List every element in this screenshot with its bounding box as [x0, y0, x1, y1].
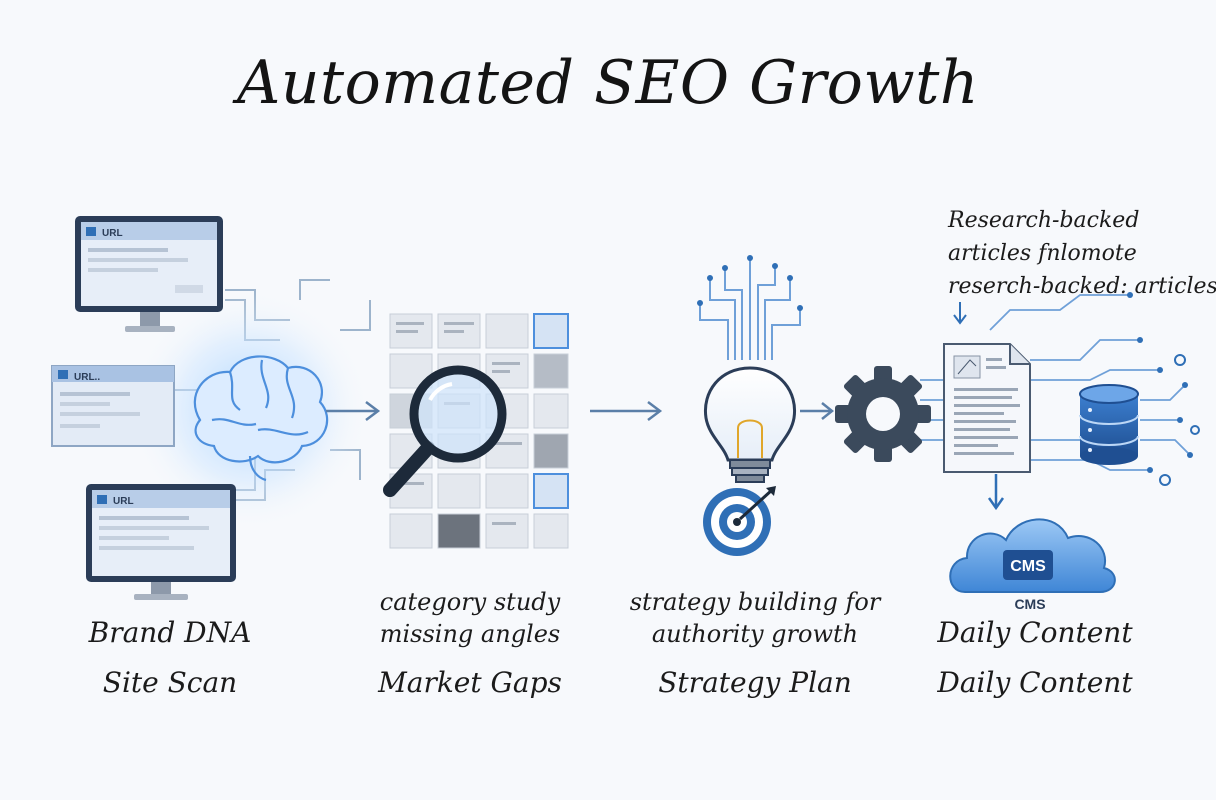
- target-icon: [703, 486, 776, 556]
- stage-strategy-caption-1: strategy building for: [629, 588, 881, 616]
- arrow-right-icon: [326, 401, 381, 421]
- stage-strategy-caption-2: authority growth: [651, 620, 859, 648]
- stage-market-caption-1: category study: [379, 588, 561, 616]
- strategy-plan-illustration: [697, 255, 803, 556]
- arrow-right-icon: [590, 401, 663, 421]
- browser-url-label: URL: [102, 228, 123, 239]
- stage-market-label: Market Gaps: [378, 666, 562, 699]
- content-note-line-3: reserch-backed: articles-: [948, 274, 1216, 299]
- magnifying-glass-icon: [383, 365, 507, 497]
- gear-icon: [835, 366, 931, 462]
- monitor-icon: URL..: [51, 365, 175, 447]
- brand-dna-illustration: URL URL..: [51, 216, 371, 600]
- stage-market-caption-2: missing angles: [379, 620, 561, 648]
- monitor-icon: URL: [86, 484, 236, 600]
- document-icon: [943, 343, 1031, 473]
- cms-caption: CMS: [1014, 596, 1046, 612]
- lightbulb-icon: [703, 366, 797, 483]
- market-gaps-illustration: [383, 313, 569, 549]
- browser-url-label: URL..: [74, 372, 100, 383]
- stage-brand-label-1: Brand DNA: [88, 616, 252, 649]
- stage-brand-label-2: Site Scan: [102, 666, 238, 699]
- arrow-right-icon: [800, 402, 835, 420]
- diagram-title: Automated SEO Growth: [237, 48, 979, 118]
- daily-content-illustration: CMS: [835, 292, 1200, 593]
- content-note-line-2: articles fnlomote: [948, 241, 1137, 266]
- brain-icon: [193, 355, 329, 482]
- cloud-icon: CMS: [949, 518, 1116, 593]
- browser-url-label: URL: [113, 496, 134, 507]
- stage-content-label-1: Daily Content: [937, 616, 1133, 649]
- stage-content-label-2: Daily Content: [937, 666, 1133, 699]
- cms-cloud-label: CMS: [1010, 558, 1046, 575]
- content-note-line-1: Research-backed: [948, 208, 1140, 233]
- database-icon: [1079, 384, 1139, 465]
- stage-strategy-label: Strategy Plan: [658, 666, 852, 699]
- content-note: Research-backed articles fnlomote reserc…: [948, 204, 1216, 303]
- monitor-icon: URL: [75, 216, 223, 332]
